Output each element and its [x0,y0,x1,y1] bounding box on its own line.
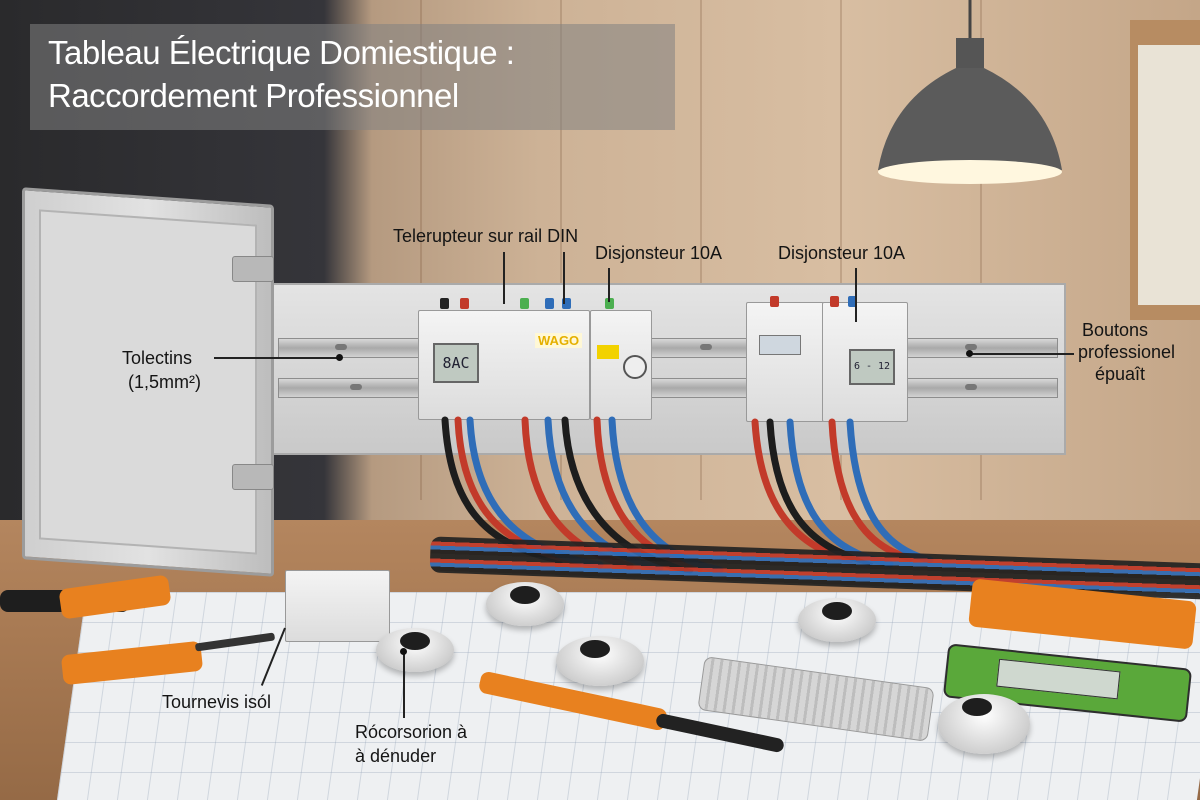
rail-slot [965,344,977,350]
telerupteur-module: 8AC WAGO [418,310,590,420]
label-tournevis: Tournevis isól [162,692,272,712]
push-button-icon [556,636,644,686]
push-button-icon [938,694,1030,754]
leader-dot [400,648,407,655]
leader-line [403,652,405,718]
module-window [759,335,801,355]
leader-dot [966,350,973,357]
window-pane [1138,45,1200,305]
disjoncteur-module-2 [746,302,824,422]
wall-grain [560,0,562,500]
label-tolectins-size: (1,5mm²) [128,372,201,392]
leader-line [503,252,505,304]
leader-line [855,268,857,322]
title-line-2: Raccordement Professionnel [48,77,459,114]
terminal-red [460,298,469,309]
rail-slot [700,344,712,350]
terminal-green [605,298,614,309]
label-disjoncteur-2: Disjonsteur 10A [778,243,906,263]
push-button-icon [486,582,564,626]
spare-breaker-icon [285,570,390,642]
rail-slot [350,384,362,390]
title-banner: Tableau Électrique Domiestique : Raccord… [30,24,675,130]
terminal-red [770,296,779,307]
warning-label [597,345,619,359]
label-boutons-2: professionel [1078,342,1176,362]
terminal-blue [562,298,571,309]
dial-icon [623,355,647,379]
label-tolectins: Tolectins [122,348,193,368]
wall-grain [700,0,702,500]
terminal-green [520,298,529,309]
terminal-blue [848,296,857,307]
wall-grain [840,0,842,500]
push-button-icon [376,628,454,672]
title-line-1: Tableau Électrique Domiestique : [48,34,515,71]
terminal-red [830,296,839,307]
multimeter-display [996,658,1121,700]
module-lcd-small: 6 - 12 [849,349,895,385]
wall-grain [980,0,982,500]
pendant-lamp-icon [878,0,1062,184]
leader-line [970,353,1074,355]
door-hinge [232,464,274,490]
boutons-module: 6 - 12 [822,302,908,422]
window [1130,20,1200,320]
label-boutons: Boutons [1082,320,1149,340]
label-disjoncteur-1: Disjonsteur 10A [595,243,723,263]
disjoncteur-module-1 [590,310,652,420]
terminal-black [440,298,449,309]
leader-line [608,268,610,302]
label-recorsorion-2: à dénuder [355,746,437,766]
wall-grain [420,0,422,500]
label-telerupteur: Telerupteur sur rail DIN [393,226,579,246]
brand-label: WAGO [535,333,583,348]
electrical-panel-rail-frame [268,283,1066,455]
leader-line [563,252,565,304]
leader-line [214,357,340,359]
leader-dot [336,354,343,361]
rail-slot [335,344,347,350]
rail-slot [965,384,977,390]
label-recorsorion: Rócorsorion à [355,722,468,742]
push-button-icon [798,598,876,642]
terminal-blue [545,298,554,309]
label-boutons-3: épuaît [1095,364,1146,384]
module-lcd: 8AC [433,343,479,383]
door-hinge [232,256,274,282]
